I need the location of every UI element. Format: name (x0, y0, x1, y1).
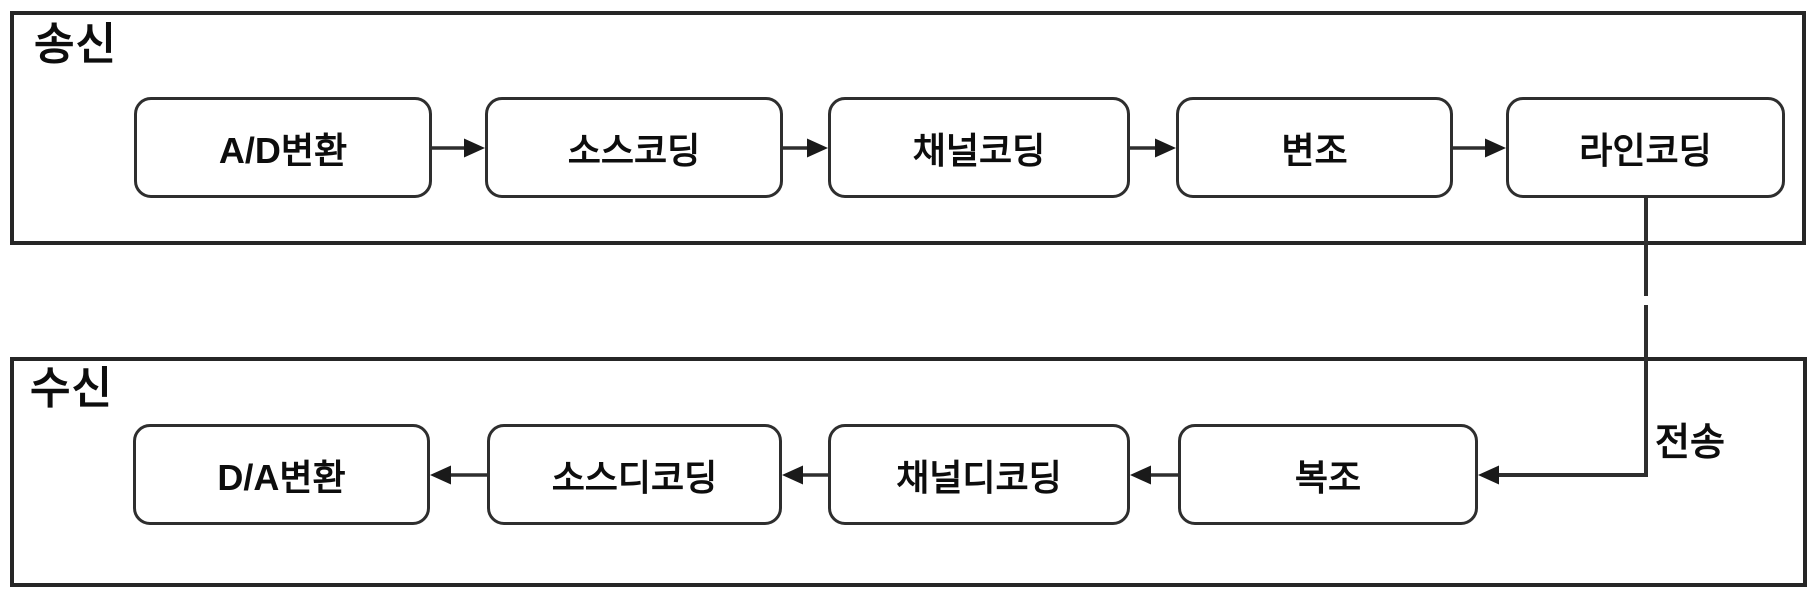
sender-group-label: 송신 (34, 20, 117, 69)
block-demodulation: 복조 (1178, 424, 1478, 525)
receiver-group-label: 수신 (30, 364, 113, 413)
arrow-rx-2 (782, 465, 828, 485)
arrow-rx-1 (1130, 465, 1178, 485)
transmission-label: 전송 (1655, 422, 1725, 464)
block-ad-converter: A/D변환 (134, 97, 432, 198)
block-modulation: 변조 (1176, 97, 1453, 198)
block-source-coding: 소스코딩 (485, 97, 783, 198)
connector-gap-artifact (1641, 296, 1651, 305)
block-line-coding: 라인코딩 (1506, 97, 1785, 198)
sender-group-box (10, 11, 1806, 245)
arrow-rx-3 (430, 465, 487, 485)
arrow-tx-2 (783, 138, 828, 158)
block-da-converter: D/A변환 (133, 424, 430, 525)
block-channel-decoding: 채널디코딩 (828, 424, 1130, 525)
transmission-connector (1478, 197, 1651, 485)
block-channel-coding: 채널코딩 (828, 97, 1130, 198)
arrow-tx-4 (1453, 138, 1506, 158)
block-source-decoding: 소스디코딩 (487, 424, 782, 525)
arrow-tx-3 (1130, 138, 1176, 158)
receiver-group-box (10, 357, 1807, 587)
arrow-tx-1 (432, 138, 485, 158)
